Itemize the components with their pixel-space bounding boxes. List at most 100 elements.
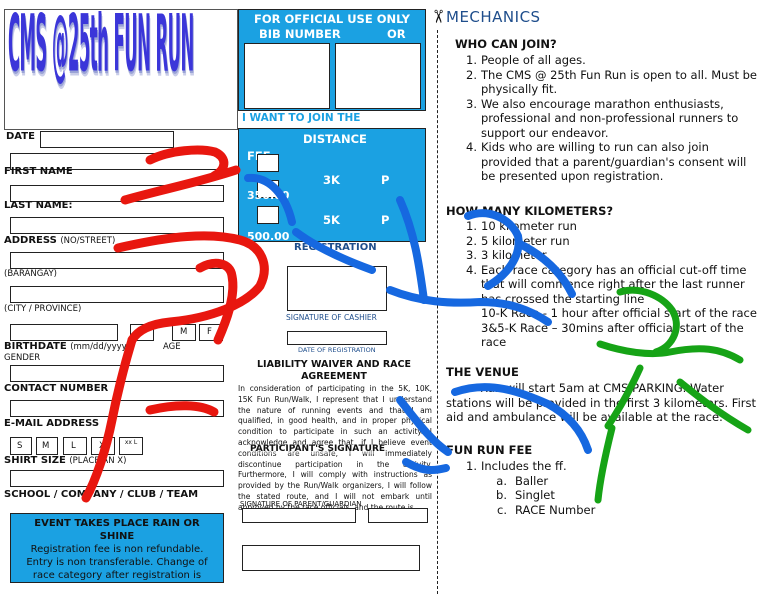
registration-date-label: DATE OF REGISTRATION bbox=[298, 346, 376, 354]
city-label: (CITY / PROVINCE) bbox=[4, 304, 82, 314]
size-s-label: S bbox=[17, 441, 23, 451]
blue-stroke-7 bbox=[396, 396, 452, 456]
fee-item-1: 1.Includes the ff. bbox=[466, 459, 567, 473]
size-l-box[interactable] bbox=[63, 437, 87, 455]
event-info-line1: Registration fee is non refundable. bbox=[30, 544, 204, 555]
mechanics-title: MECHANICS bbox=[446, 8, 541, 26]
fee-sub-c: c.RACE Number bbox=[497, 502, 596, 517]
size-m-label: M bbox=[42, 441, 50, 451]
school-label: SCHOOL / COMPANY / CLUB / TEAM bbox=[4, 489, 199, 500]
fee-sub-a-text: Baller bbox=[515, 473, 549, 488]
venue-text: Run will start 5am at CMS PARKING. Water… bbox=[446, 381, 756, 424]
cashier-signature-label: SIGNATURE OF CASHIER bbox=[286, 313, 377, 322]
who-item-3-text: We also encourage marathon enthusiasts, … bbox=[481, 96, 739, 140]
bib-number-label: BIB NUMBER bbox=[259, 27, 341, 41]
birthdate-label-text: BIRTHDATE bbox=[4, 341, 67, 352]
fee-sub-c-text: RACE Number bbox=[515, 502, 596, 517]
event-info-box: EVENT TAKES PLACE RAIN OR SHINE Registra… bbox=[10, 513, 224, 583]
official-use-box: FOR OFFICIAL USE ONLY BIB NUMBER OR bbox=[238, 9, 426, 111]
fee-list: 1.Includes the ff. a.Baller b.Singlet c.… bbox=[459, 459, 759, 517]
option-3k-checkbox[interactable] bbox=[257, 154, 279, 172]
fee-sub-a: a.Baller bbox=[496, 473, 549, 488]
green-scribble bbox=[594, 286, 752, 504]
km-item-2-text: 5 kilometer run bbox=[481, 233, 570, 248]
cur-5k-label: P bbox=[381, 213, 390, 227]
who-item-4-text: Kids who are willing to run can also joi… bbox=[481, 140, 747, 183]
size-xxl-label: xx L bbox=[124, 439, 138, 446]
km-item-4: 4.Each race category has an official cut… bbox=[466, 262, 747, 306]
size-s-box[interactable] bbox=[10, 437, 32, 455]
join-title: I WANT TO JOIN THE bbox=[242, 112, 361, 124]
green-stroke-3 bbox=[604, 364, 644, 430]
last-name-field[interactable] bbox=[10, 217, 224, 234]
waiver-title: LIABILITY WAIVER AND RACE AGREEMENT bbox=[257, 359, 411, 382]
red-stroke-5 bbox=[145, 401, 219, 417]
dist-5k-label: 5K bbox=[323, 213, 340, 227]
fee-sub-b-text: Singlet bbox=[515, 488, 555, 502]
red-scribble bbox=[81, 145, 269, 503]
venue-title: THE VENUE bbox=[446, 365, 519, 379]
email-label: E-MAIL ADDRESS bbox=[4, 418, 100, 429]
barangay-field[interactable] bbox=[10, 286, 224, 303]
address-label-text: ADDRESS bbox=[4, 235, 57, 246]
who-can-join-list: 1.People of all ages. 2.The CMS @ 25th F… bbox=[459, 53, 759, 184]
blue-scribble bbox=[244, 173, 592, 474]
or-number-field[interactable] bbox=[335, 43, 421, 109]
blue-stroke-4 bbox=[386, 286, 552, 326]
option-5k-checkbox[interactable] bbox=[257, 206, 279, 224]
blue-stroke-8 bbox=[402, 458, 450, 474]
who-item-2: 2.The CMS @ 25th Fun Run is open to all.… bbox=[466, 67, 758, 97]
parent-signature-field[interactable] bbox=[242, 545, 420, 571]
waiver-body: In consideration of participating in the… bbox=[238, 384, 432, 512]
bib-number-field[interactable] bbox=[244, 43, 330, 109]
registration-date-field[interactable] bbox=[287, 331, 387, 345]
blue-stroke-1 bbox=[244, 173, 296, 226]
logo-frame bbox=[4, 9, 238, 130]
who-can-join-title: WHO CAN JOIN? bbox=[455, 37, 557, 51]
blue-stroke-5 bbox=[464, 209, 523, 290]
fee-5k-value: 500.00 bbox=[247, 230, 290, 243]
event-info-line2: Entry is non transferable. Change of rac… bbox=[26, 557, 208, 581]
address-label: ADDRESS (NO/STREET) bbox=[4, 235, 115, 246]
signature-date-field[interactable] bbox=[368, 508, 428, 523]
first-name-label: FIRST NAME bbox=[4, 166, 73, 177]
fun-run-logo: CMS @25th FUN RUN bbox=[8, 7, 194, 123]
contact-label: CONTACT NUMBER bbox=[4, 383, 109, 394]
red-stroke-1 bbox=[145, 145, 229, 181]
date-label: DATE bbox=[6, 131, 35, 142]
email-field[interactable] bbox=[10, 470, 224, 487]
who-item-1-text: People of all ages. bbox=[481, 53, 586, 67]
last-name-label: LAST NAME: bbox=[4, 200, 73, 211]
distance-header: DISTANCE bbox=[303, 132, 367, 146]
green-stroke-2 bbox=[596, 340, 744, 364]
blue-stroke-3 bbox=[396, 196, 428, 304]
who-item-4: 4. Kids who are willing to run can also … bbox=[466, 140, 747, 183]
size-m-box[interactable] bbox=[36, 437, 58, 455]
registration-label: REGISTRATION bbox=[294, 242, 377, 253]
shirt-size-label-text: SHIRT SIZE bbox=[4, 455, 66, 466]
who-item-1: 1.People of all ages. bbox=[466, 53, 586, 67]
date-field[interactable] bbox=[40, 131, 174, 148]
red-stroke-3 bbox=[113, 231, 269, 345]
official-use-title: FOR OFFICIAL USE ONLY bbox=[254, 12, 410, 26]
size-l-label: L bbox=[71, 441, 76, 451]
birthdate-label: BIRTHDATE (mm/dd/yyyy) bbox=[4, 341, 130, 352]
blue-stroke-2 bbox=[292, 228, 376, 274]
participant-signature-field[interactable] bbox=[242, 508, 356, 523]
green-stroke-4 bbox=[594, 424, 616, 504]
red-stroke-6 bbox=[195, 258, 238, 345]
gender-m-label: M bbox=[180, 327, 188, 337]
or-label: OR bbox=[387, 27, 406, 41]
size-xxl-box[interactable] bbox=[119, 437, 143, 455]
city-field[interactable] bbox=[10, 324, 118, 341]
blue-stroke-6 bbox=[516, 240, 576, 298]
green-stroke-1 bbox=[616, 286, 680, 356]
km-item-2: 2.5 kilometer run bbox=[466, 233, 570, 248]
dist-3k-label: 3K bbox=[323, 173, 340, 187]
gender-f-label: F bbox=[207, 327, 212, 337]
fee-title: FUN RUN FEE bbox=[446, 443, 533, 457]
fee-item-1-text: Includes the ff. bbox=[481, 459, 567, 473]
green-stroke-5 bbox=[676, 378, 752, 434]
cur-3k-label: P bbox=[381, 173, 390, 187]
